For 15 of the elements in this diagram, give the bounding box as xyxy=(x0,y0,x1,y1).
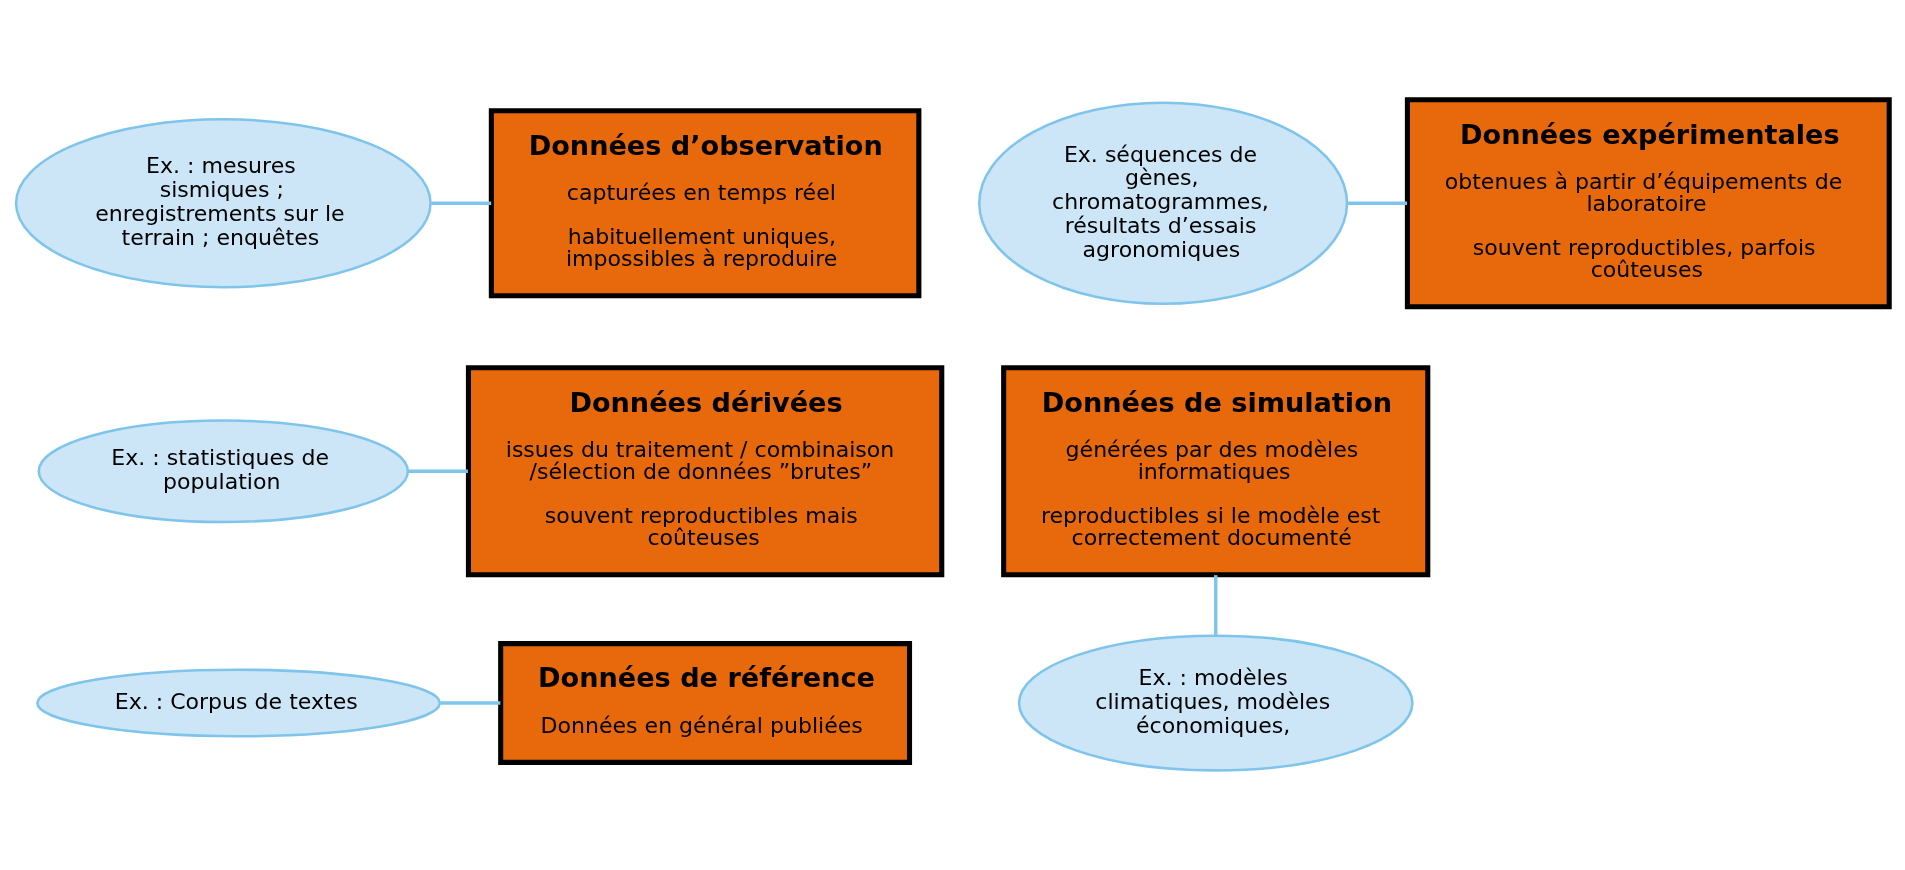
connector xyxy=(431,201,492,205)
node-box: Données de simulation générées par des modèles informatiques reproductibles si le modèle est correctement documenté xyxy=(1001,365,1431,578)
node-ellipse: Ex. : modèles climatiques, modèles économiques, xyxy=(1017,634,1414,772)
node-box: Données de référence Données en général publiées xyxy=(498,641,913,765)
node-ellipse: Ex. séquences de gènes, chromatogrammes, résultats d’essais agronomiques xyxy=(978,101,1349,306)
node-ellipse: Ex. : statistiques de population xyxy=(37,419,410,524)
node-box: Données dérivées issues du traitement / combinaison /sélection de données ”brutes” souvent reproductibles mais coûteuses xyxy=(465,365,945,578)
node-ellipse: Ex. : Corpus de textes xyxy=(36,668,442,738)
node-box: Données expérimentales obtenues à partir d’équipements de laboratoire souvent reproductibles, parfois coûteuses xyxy=(1404,97,1892,310)
node-box: Données d’observation capturées en temps réel habituellement uniques, impossibles à reproduire xyxy=(488,108,922,299)
connector xyxy=(408,469,468,473)
connector xyxy=(1347,201,1407,205)
connector xyxy=(1214,575,1218,636)
connector xyxy=(440,701,501,705)
node-ellipse: Ex. : mesures sismiques ; enregistrements sur le terrain ; enquêtes xyxy=(14,118,432,289)
